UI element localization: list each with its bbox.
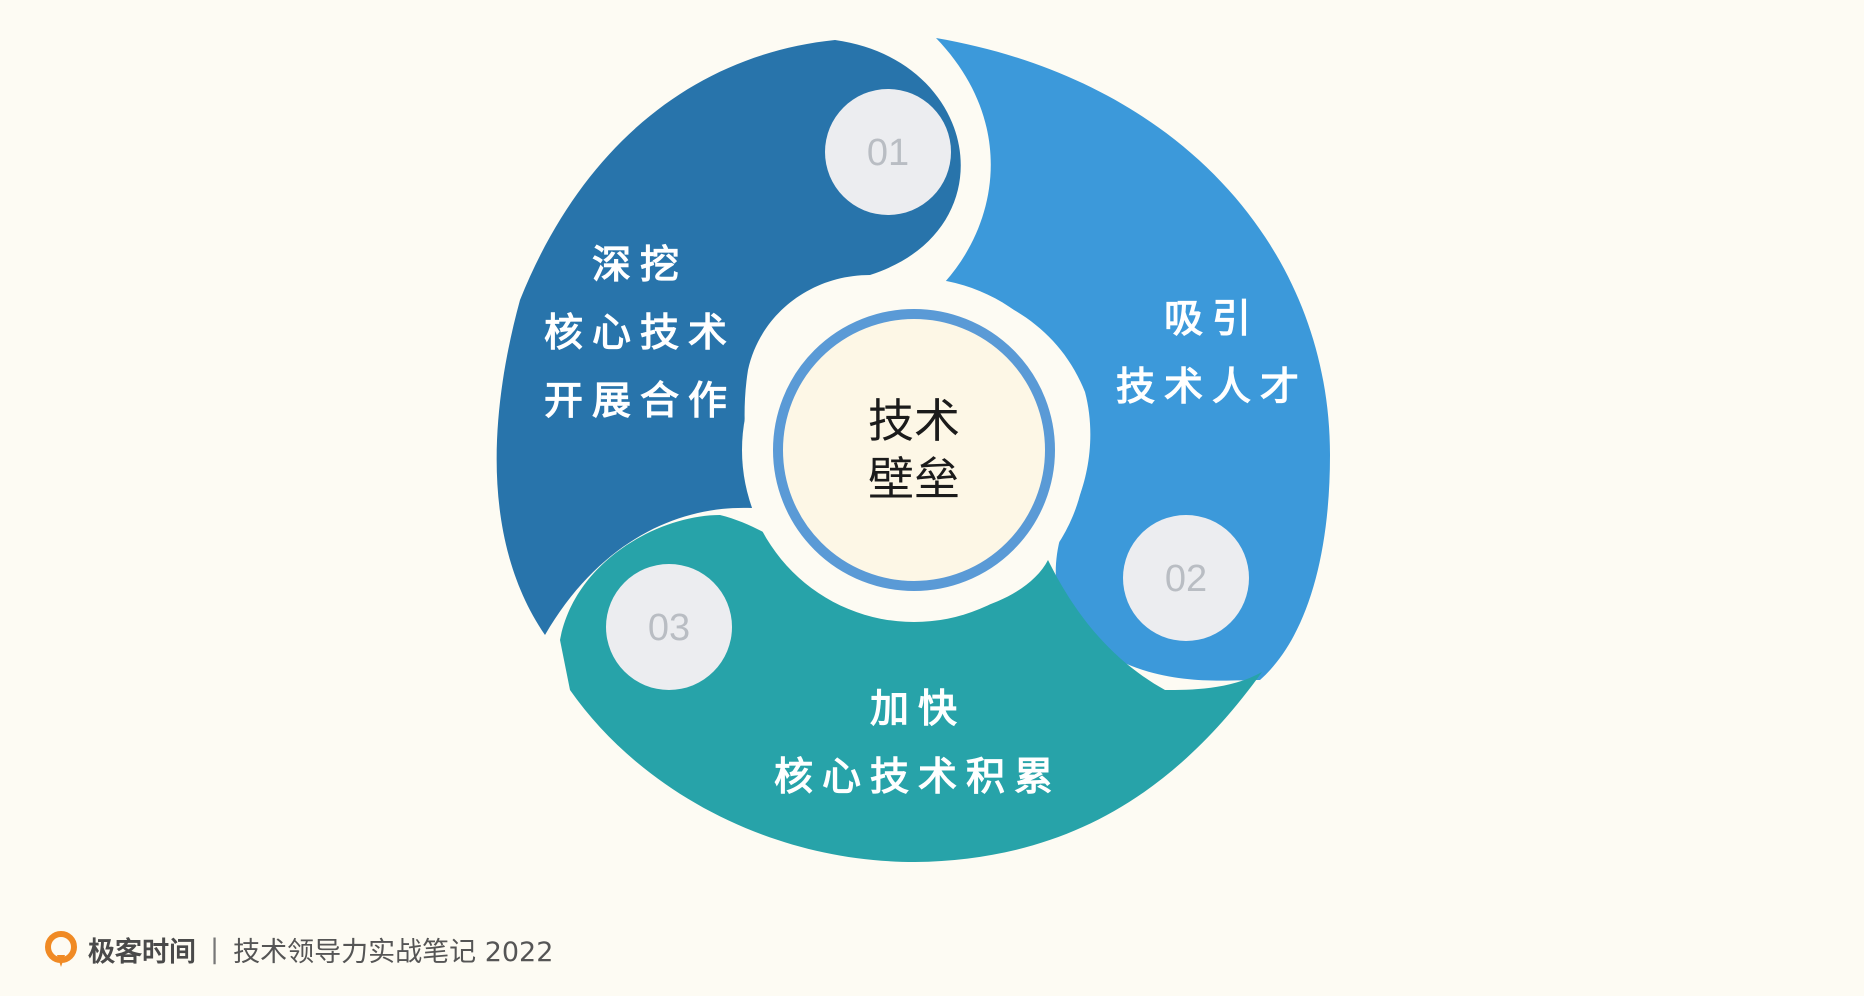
footer-title: 技术领导力实战笔记 2022 <box>233 937 554 968</box>
segment-01-number: 01 <box>867 132 909 174</box>
footer-brand: 极客时间 <box>88 937 196 968</box>
segment-03-label-line1: 加快 <box>870 687 966 732</box>
center-hub <box>773 309 1055 591</box>
segment-03-label-line2: 核心技术积累 <box>774 755 1062 800</box>
segment-01-label-line3: 开展合作 <box>544 379 736 424</box>
geektime-logo-icon <box>45 930 77 967</box>
segment-03-number-badge <box>606 564 732 690</box>
segment-01-label-line2: 核心技术 <box>544 311 736 356</box>
segment-02-number: 02 <box>1165 558 1207 600</box>
footer-separator: | <box>210 934 220 965</box>
segment-02-label-line1: 吸引 <box>1164 297 1260 342</box>
footer: 极客时间 | 技术领导力实战笔记 2022 <box>44 930 553 969</box>
segment-02-number-badge <box>1123 515 1249 641</box>
segment-02-shape <box>936 38 1330 681</box>
segment-01-number-badge <box>825 89 951 215</box>
segment-03-shape <box>560 515 1262 862</box>
center-title-line1: 技术 <box>868 394 960 448</box>
segment-01-label-line1: 深挖 <box>592 243 688 288</box>
segment-02-label-line2: 技术人才 <box>1116 365 1308 410</box>
center-title-line2: 壁垒 <box>868 452 960 506</box>
segment-03-number: 03 <box>648 607 690 649</box>
